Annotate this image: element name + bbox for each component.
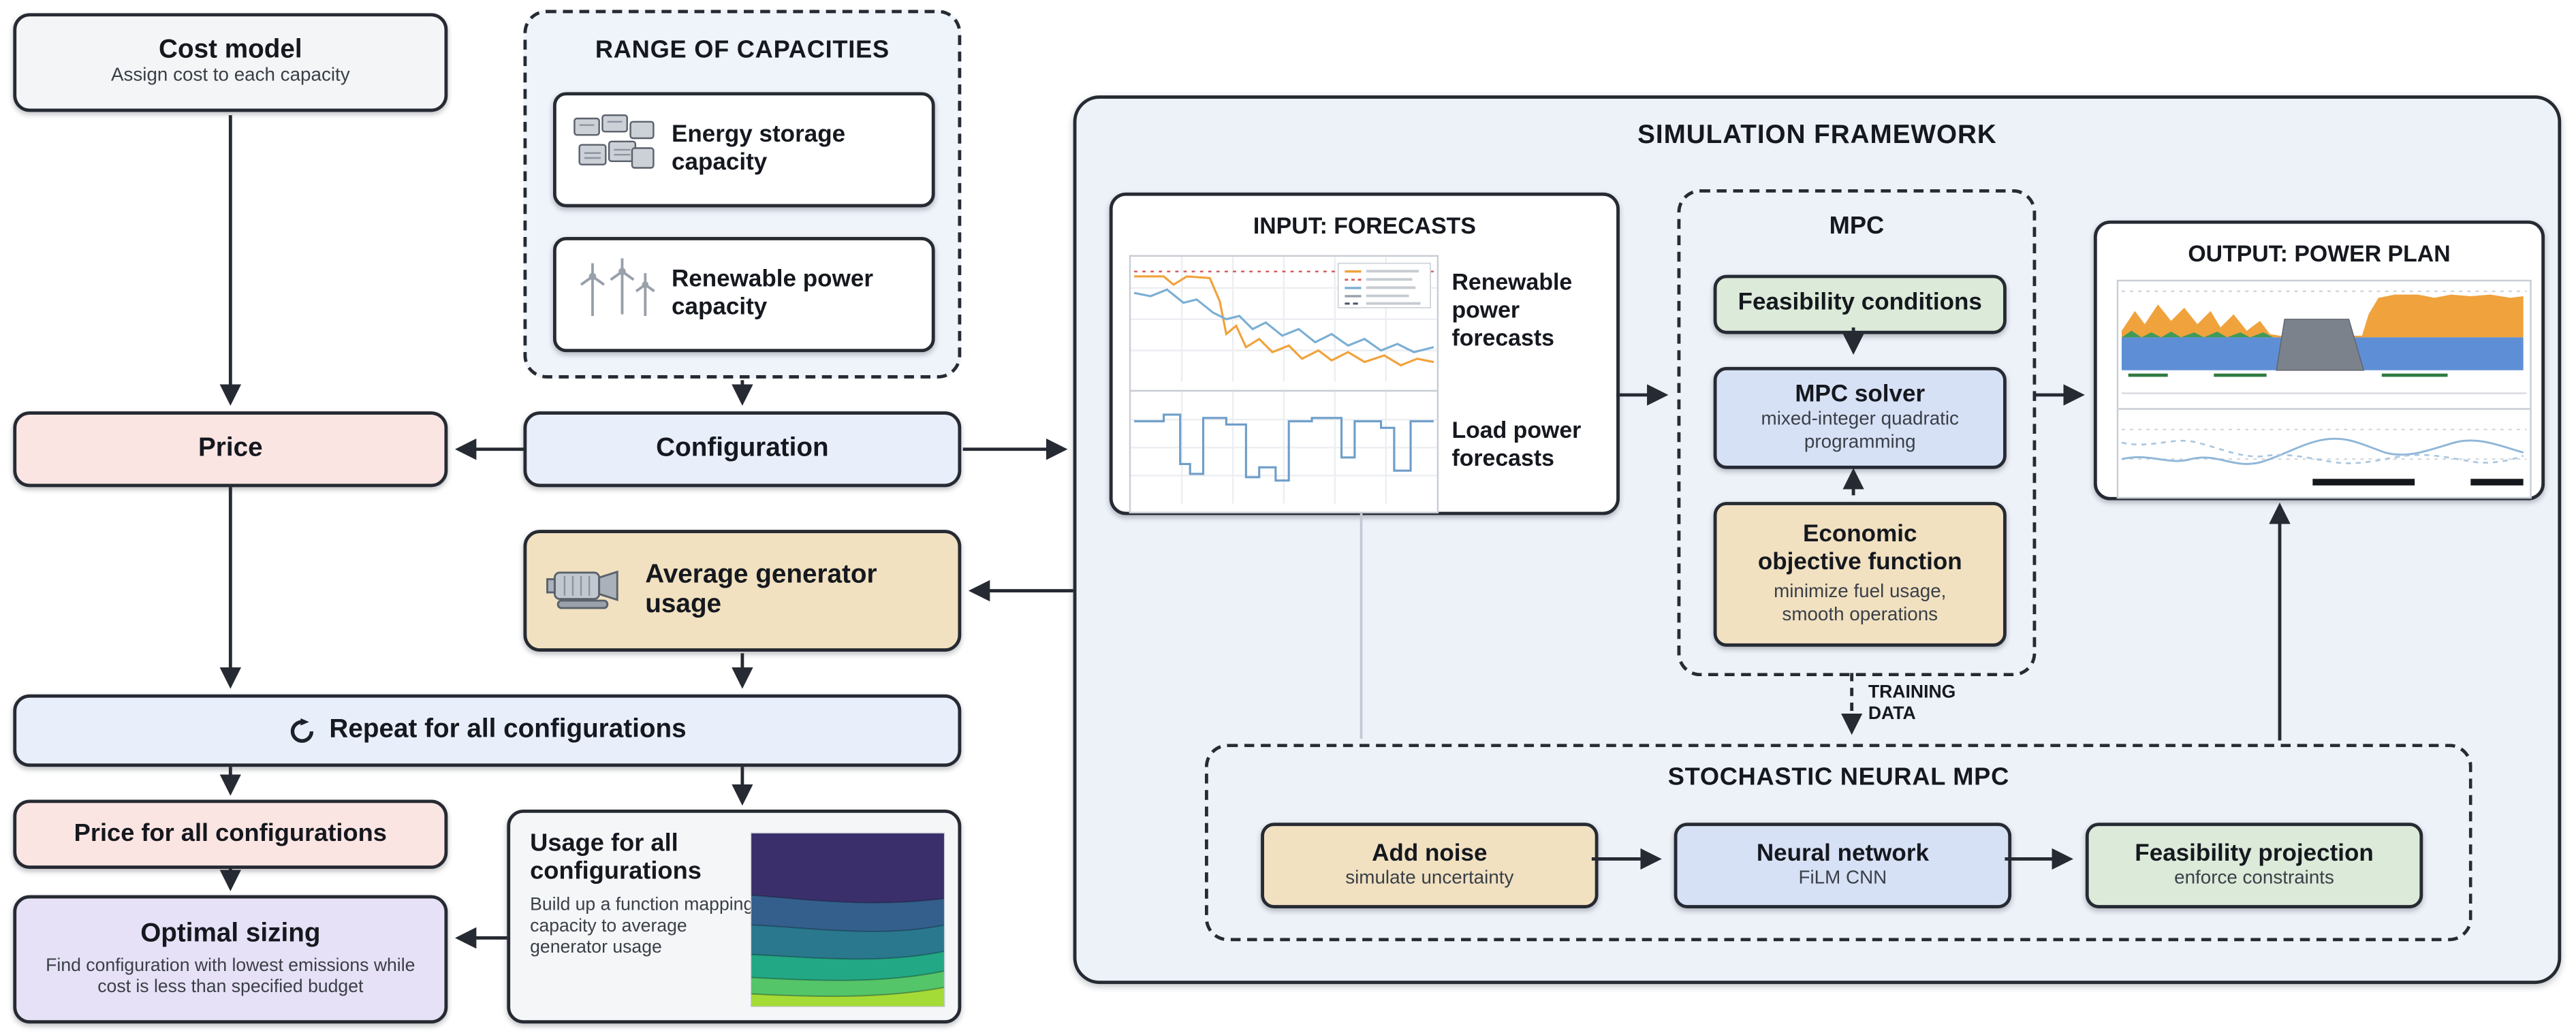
usage-for-all-configurations-box: Usage for all configurations Build up a … — [507, 809, 962, 1024]
energy-storage-capacity-label: Energy storage capacity — [671, 121, 846, 176]
feasibility-projection-subtitle: enforce constraints — [2174, 868, 2334, 889]
economic-objective-subtitle: minimize fuel usage, smooth operations — [1774, 582, 1947, 625]
renewable-power-capacity-label: Renewable power capacity — [671, 266, 873, 321]
cost-model-box: Cost model Assign cost to each capacity — [13, 13, 448, 112]
optimal-sizing-box: Optimal sizing Find configuration with l… — [13, 895, 448, 1024]
power-plan-lines-chart — [2116, 408, 2532, 499]
price-label: Price — [198, 434, 263, 462]
feasibility-conditions-box: Feasibility conditions — [1713, 274, 2007, 334]
neural-network-subtitle: FiLM CNN — [1798, 868, 1887, 889]
range-of-capacities-group: RANGE OF CAPACITIES — [523, 10, 962, 379]
neural-network-title: Neural network — [1756, 840, 1929, 867]
load-forecast-chart — [1129, 389, 1439, 513]
add-noise-title: Add noise — [1372, 840, 1488, 867]
repeat-icon — [288, 716, 316, 744]
average-generator-usage-label: Average generator usage — [645, 560, 877, 619]
simulation-framework-title: SIMULATION FRAMEWORK — [1637, 121, 1997, 150]
add-noise-box: Add noise simulate uncertainty — [1261, 823, 1599, 908]
mpc-solver-title: MPC solver — [1795, 381, 1926, 408]
price-for-all-configurations-label: Price for all configurations — [74, 820, 387, 848]
feasibility-conditions-label: Feasibility conditions — [1738, 290, 1982, 317]
repeat-for-all-configurations-box: Repeat for all configurations — [13, 694, 962, 767]
cost-model-subtitle: Assign cost to each capacity — [110, 66, 350, 86]
configuration-box: Configuration — [523, 411, 962, 488]
optimal-sizing-title: Optimal sizing — [140, 920, 321, 949]
neural-network-box: Neural network FiLM CNN — [1674, 823, 2012, 908]
mpc-solver-box: MPC solver mixed-integer quadratic progr… — [1713, 366, 2007, 469]
renewable-forecasts-label: Renewable power forecasts — [1451, 268, 1573, 351]
output-power-plan-box: OUTPUT: POWER PLAN — [2093, 220, 2545, 500]
load-forecasts-label: Load power forecasts — [1451, 416, 1582, 471]
configuration-label: Configuration — [656, 434, 829, 462]
mpc-title: MPC — [1829, 212, 1885, 240]
average-generator-usage-box: Average generator usage — [523, 530, 962, 652]
usage-for-all-configurations-title: Usage for all configurations — [530, 829, 702, 886]
wind-turbine-icon — [569, 256, 658, 334]
economic-objective-title: Economic objective function — [1757, 521, 1962, 576]
optimal-sizing-subtitle: Find configuration with lowest emissions… — [46, 955, 415, 997]
usage-contour-plot — [749, 831, 946, 1015]
mpc-group: MPC Feasibility conditions MPC solver mi… — [1677, 189, 2037, 677]
output-power-plan-title: OUTPUT: POWER PLAN — [2188, 240, 2451, 267]
input-forecasts-box: INPUT: FORECASTS — [1109, 192, 1620, 515]
stochastic-neural-mpc-title: STOCHASTIC NEURAL MPC — [1667, 763, 2010, 792]
power-plan-stacked-chart — [2116, 279, 2532, 413]
feasibility-projection-title: Feasibility projection — [2135, 840, 2374, 867]
mpc-solver-subtitle: mixed-integer quadratic programming — [1761, 409, 1959, 452]
cost-model-title: Cost model — [159, 35, 302, 65]
simulation-framework-panel: SIMULATION FRAMEWORK INPUT: FORECASTS — [1073, 95, 2562, 985]
renewable-forecast-chart — [1129, 255, 1439, 392]
training-data-label: TRAINING DATA — [1868, 682, 1956, 724]
economic-objective-function-box: Economic objective function minimize fue… — [1713, 502, 2007, 647]
feasibility-projection-box: Feasibility projection enforce constrain… — [2085, 823, 2423, 908]
price-for-all-configurations-box: Price for all configurations — [13, 799, 448, 869]
energy-storage-capacity-box: Energy storage capacity — [552, 92, 935, 208]
range-of-capacities-title: RANGE OF CAPACITIES — [595, 36, 890, 65]
price-box: Price — [13, 411, 448, 488]
stochastic-neural-mpc-group: STOCHASTIC NEURAL MPC Add noise simulate… — [1204, 744, 2472, 942]
renewable-power-capacity-box: Renewable power capacity — [552, 236, 935, 353]
storage-icon — [569, 111, 658, 189]
input-forecasts-title: INPUT: FORECASTS — [1253, 212, 1476, 239]
usage-for-all-configurations-subtitle: Build up a function mapping capacity to … — [530, 894, 754, 958]
add-noise-subtitle: simulate uncertainty — [1345, 868, 1514, 889]
repeat-for-all-configurations-label: Repeat for all configurations — [329, 715, 687, 744]
generator-icon — [543, 554, 629, 628]
